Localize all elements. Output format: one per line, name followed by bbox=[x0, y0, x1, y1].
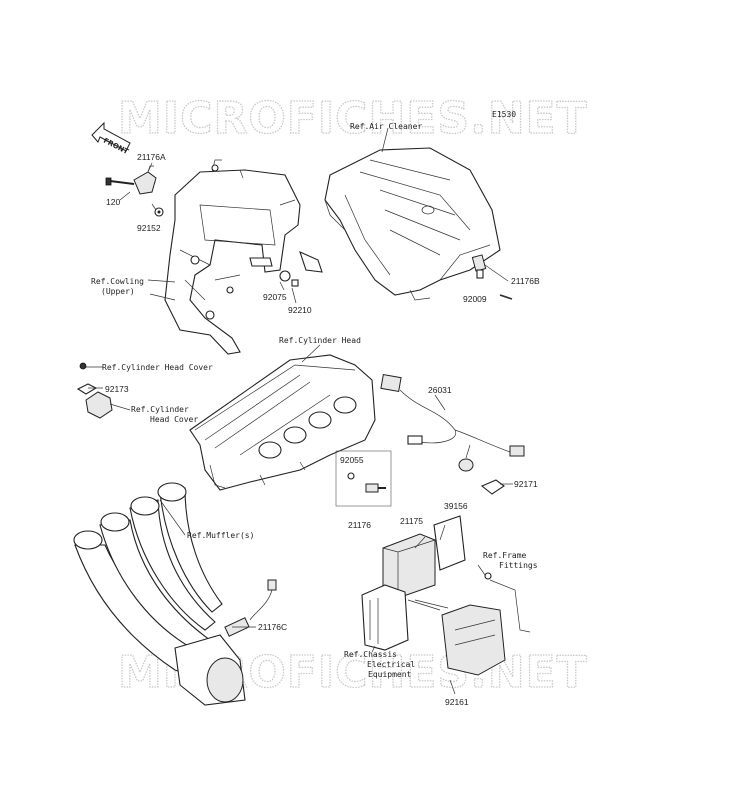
label-21175: 21175 bbox=[400, 516, 423, 526]
cylinder-head bbox=[189, 354, 376, 491]
part-21176-sensor bbox=[365, 483, 386, 493]
label-ref-cylinder-2a: Ref.Cylinder bbox=[131, 405, 189, 414]
label-92161: 92161 bbox=[445, 697, 469, 707]
label-ref-air-cleaner: Ref.Air Cleaner bbox=[350, 122, 422, 131]
part-120-bolt bbox=[105, 177, 135, 186]
label-92171: 92171 bbox=[514, 479, 538, 489]
label-120: 120 bbox=[106, 197, 120, 207]
label-92152: 92152 bbox=[137, 223, 161, 233]
label-ref-cowling-2: (Upper) bbox=[101, 287, 135, 296]
exhaust-pipes bbox=[73, 482, 246, 706]
part-39156-pad bbox=[433, 515, 466, 571]
part-92210-collar bbox=[291, 279, 299, 287]
label-92009: 92009 bbox=[463, 294, 487, 304]
diagram-code: E1530 bbox=[492, 110, 516, 119]
part-92055-oring bbox=[347, 472, 355, 480]
label-26031: 26031 bbox=[428, 385, 452, 395]
label-21176C: 21176C bbox=[258, 622, 287, 632]
part-21176A-sensor bbox=[133, 165, 157, 195]
part-21176B-sensor bbox=[471, 254, 487, 279]
label-ref-chassis-3: Equipment bbox=[368, 670, 412, 679]
label-92173: 92173 bbox=[105, 384, 129, 394]
air-cleaner-housing bbox=[324, 147, 501, 301]
label-21176A: 21176A bbox=[137, 152, 166, 162]
label-21176B: 21176B bbox=[511, 276, 540, 286]
label-ref-chassis-2: Electrical bbox=[367, 660, 415, 669]
part-92075-grommet bbox=[279, 270, 291, 282]
label-39156: 39156 bbox=[444, 501, 468, 511]
label-ref-cowling-1: Ref.Cowling bbox=[91, 277, 144, 286]
label-ref-frame-2: Fittings bbox=[499, 561, 538, 570]
label-ref-cylinder-2b: Head Cover bbox=[150, 415, 198, 424]
label-21176: 21176 bbox=[348, 520, 371, 530]
part-cover-bolt bbox=[79, 362, 87, 370]
label-ref-frame-1: Ref.Frame bbox=[483, 551, 527, 560]
label-92210: 92210 bbox=[288, 305, 312, 315]
label-ref-mufflers: Ref.Muffler(s) bbox=[187, 531, 254, 540]
frame-bracket bbox=[164, 159, 323, 355]
label-ref-chassis-1: Ref.Chassis bbox=[344, 650, 397, 659]
label-ref-cylinder-head-cover: Ref.Cylinder Head Cover bbox=[102, 363, 213, 372]
part-26031-harness bbox=[380, 373, 525, 472]
part-92171-clamp bbox=[480, 479, 505, 495]
part-92161-bracket bbox=[441, 572, 531, 676]
label-92075: 92075 bbox=[263, 292, 287, 302]
label-92055: 92055 bbox=[340, 455, 364, 465]
label-ref-cylinder-head: Ref.Cylinder Head bbox=[279, 336, 361, 345]
watermark-top: MICROFICHES.NET bbox=[118, 93, 588, 144]
part-chassis-ecu bbox=[361, 584, 409, 651]
